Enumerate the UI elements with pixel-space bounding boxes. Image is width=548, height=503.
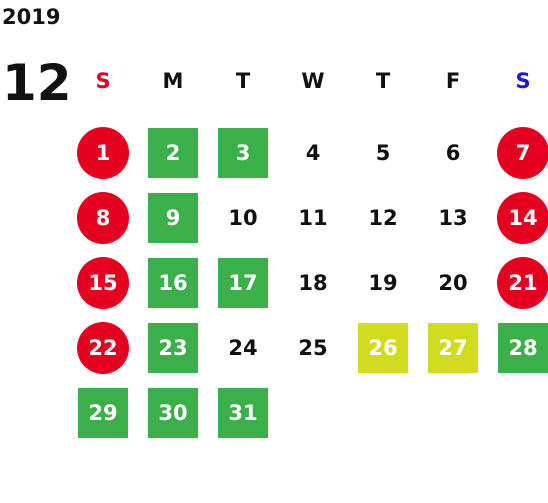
day-cell-26[interactable]: 26 [348,315,418,380]
weekday-thursday: T [375,69,391,93]
day-number: 14 [497,191,548,244]
day-cell-12[interactable]: 12 [348,185,418,250]
day-cell-19[interactable]: 19 [348,250,418,315]
day-number: 23 [148,322,198,373]
day-cell-6[interactable]: 6 [418,120,488,185]
weekday-friday: F [445,69,461,93]
day-cell-7[interactable]: 7 [488,120,548,185]
day-cell-18[interactable]: 18 [278,250,348,315]
day-number: 25 [298,335,328,360]
day-cell-8[interactable]: 8 [68,185,138,250]
day-number: 21 [497,256,548,309]
day-cell-22[interactable]: 22 [68,315,138,380]
day-cell-17[interactable]: 17 [208,250,278,315]
day-cell-24[interactable]: 24 [208,315,278,380]
day-number: 2 [148,127,198,178]
day-number: 19 [368,270,398,295]
day-cell-3[interactable]: 3 [208,120,278,185]
day-cell-28[interactable]: 28 [488,315,548,380]
day-cell-14[interactable]: 14 [488,185,548,250]
weekday-monday: M [162,69,184,93]
day-cell-4[interactable]: 4 [278,120,348,185]
day-number: 16 [148,257,198,308]
day-number: 26 [358,322,408,373]
day-cell-25[interactable]: 25 [278,315,348,380]
day-number: 3 [218,127,268,178]
day-cell-15[interactable]: 15 [68,250,138,315]
day-cell-9[interactable]: 9 [138,185,208,250]
day-number: 9 [148,192,198,243]
day-number: 27 [428,322,478,373]
day-number: 11 [298,205,328,230]
day-number: 29 [78,387,128,438]
day-cell-16[interactable]: 16 [138,250,208,315]
weekday-sunday: S [95,69,111,93]
day-cell-5[interactable]: 5 [348,120,418,185]
day-cell-23[interactable]: 23 [138,315,208,380]
day-cell-1[interactable]: 1 [68,120,138,185]
day-number: 17 [218,257,268,308]
day-cell-31[interactable]: 31 [208,380,278,445]
day-number: 5 [375,140,391,165]
day-number: 10 [228,205,258,230]
weekday-wednesday: W [301,69,325,93]
day-number: 4 [305,140,321,165]
day-number: 8 [77,191,129,244]
weekday-saturday: S [515,69,531,93]
day-cell-11[interactable]: 11 [278,185,348,250]
day-number: 13 [438,205,468,230]
day-cell-20[interactable]: 20 [418,250,488,315]
day-number: 12 [368,205,398,230]
day-number: 15 [77,256,129,309]
day-number: 24 [228,335,258,360]
month-label: 12 [2,54,72,112]
day-cell-30[interactable]: 30 [138,380,208,445]
day-number: 30 [148,387,198,438]
day-cell-2[interactable]: 2 [138,120,208,185]
day-cell-10[interactable]: 10 [208,185,278,250]
day-number: 7 [497,126,548,179]
day-number: 31 [218,387,268,438]
day-cell-29[interactable]: 29 [68,380,138,445]
day-number: 28 [498,322,548,373]
day-cell-13[interactable]: 13 [418,185,488,250]
day-cell-27[interactable]: 27 [418,315,488,380]
year-label: 2019 [2,5,61,29]
day-number: 20 [438,270,468,295]
day-cell-21[interactable]: 21 [488,250,548,315]
day-number: 18 [298,270,328,295]
day-number: 22 [77,321,129,374]
day-number: 6 [445,140,461,165]
day-number: 1 [77,126,129,179]
weekday-tuesday: T [235,69,251,93]
